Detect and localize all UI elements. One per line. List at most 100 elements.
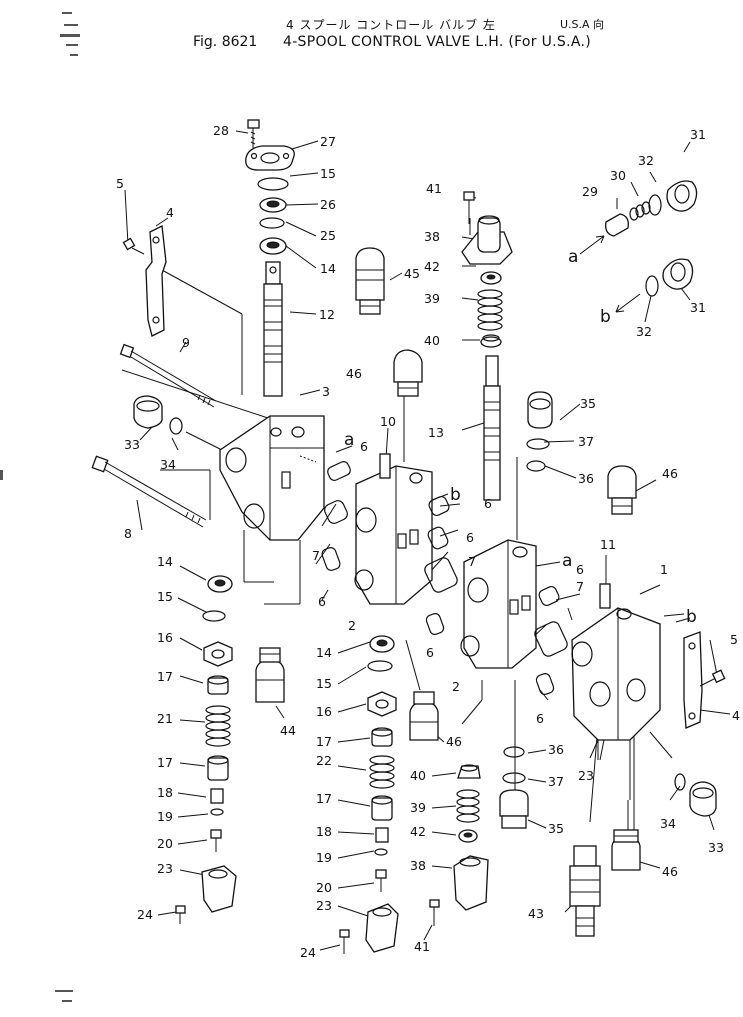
gaskets-right bbox=[534, 585, 568, 695]
relief-valve-46-lower-right bbox=[611, 829, 641, 871]
callout-28: 28 bbox=[213, 123, 229, 138]
o-ring-15-lower-left bbox=[202, 610, 226, 622]
inlet-section-1-part bbox=[571, 583, 661, 741]
callout-46: 46 bbox=[346, 366, 362, 381]
callout-34: 34 bbox=[160, 457, 176, 472]
callout-19b: 19 bbox=[316, 850, 332, 865]
relief-valve-46-middle-lower bbox=[409, 691, 439, 741]
o-ring-36-lower bbox=[503, 746, 525, 758]
callout-41: 41 bbox=[426, 181, 442, 196]
callout-35: 35 bbox=[580, 396, 596, 411]
port-a-top: a bbox=[568, 247, 578, 267]
bolt-5-left bbox=[122, 237, 145, 255]
callout-19: 19 bbox=[157, 809, 173, 824]
callout-31b: 31 bbox=[690, 300, 706, 315]
callout-14: 14 bbox=[320, 261, 336, 276]
scan-margin-marks bbox=[0, 12, 80, 1002]
callout-17b: 17 bbox=[157, 755, 173, 770]
seal-42-lower bbox=[458, 829, 478, 843]
callout-13: 13 bbox=[428, 425, 444, 440]
callout-20b: 20 bbox=[316, 880, 332, 895]
o-ring-36-top bbox=[526, 460, 546, 472]
callout-15: 15 bbox=[320, 166, 336, 181]
japanese-title: 4 スプール コントロール バルブ 左 bbox=[286, 18, 496, 32]
callout-24b: 24 bbox=[300, 945, 316, 960]
port-a-middle: a bbox=[344, 430, 354, 450]
cap-38-lower bbox=[453, 855, 489, 911]
port-arrows bbox=[579, 235, 641, 313]
washer-19-left bbox=[210, 808, 224, 816]
callout-14c: 14 bbox=[316, 645, 332, 660]
callout-30: 30 bbox=[610, 168, 626, 183]
callout-25: 25 bbox=[320, 228, 336, 243]
callout-2b: 2 bbox=[452, 679, 460, 694]
o-ring-15-top bbox=[257, 177, 289, 191]
washer-19-middle bbox=[374, 848, 388, 856]
valve-43-part bbox=[569, 845, 601, 937]
callout-5b: 5 bbox=[730, 632, 738, 647]
cap-38-top bbox=[461, 215, 513, 265]
callout-23: 23 bbox=[157, 861, 173, 876]
callout-35b: 35 bbox=[548, 821, 564, 836]
bolt-41-lower bbox=[429, 899, 440, 926]
ring-25-part bbox=[259, 217, 285, 229]
callout-4: 4 bbox=[166, 205, 174, 220]
callout-17d: 17 bbox=[316, 791, 332, 806]
callout-23b: 23 bbox=[316, 898, 332, 913]
bolt-24-left bbox=[175, 905, 186, 924]
callout-1: 1 bbox=[660, 562, 668, 577]
callout-37: 37 bbox=[578, 434, 594, 449]
callout-20: 20 bbox=[157, 836, 173, 851]
callout-29: 29 bbox=[582, 184, 598, 199]
figure-number: Fig. 8621 bbox=[193, 34, 258, 50]
callout-27: 27 bbox=[320, 134, 336, 149]
seal-14-lower-middle bbox=[369, 635, 395, 653]
seal-42-top bbox=[480, 271, 502, 285]
callout-37b: 37 bbox=[548, 774, 564, 789]
callout-labels: 28 27 15 26 25 14 12 45 5 4 9 3 33 34 8 … bbox=[116, 123, 740, 960]
callout-7b: 7 bbox=[468, 554, 476, 569]
callout-16: 16 bbox=[157, 630, 173, 645]
plug-35-top bbox=[527, 391, 553, 429]
callout-38: 38 bbox=[424, 229, 440, 244]
callout-40b: 40 bbox=[410, 768, 426, 783]
spacer-18-left bbox=[210, 788, 224, 804]
leader-lines bbox=[121, 130, 731, 951]
spring-22-part bbox=[369, 755, 395, 789]
retainer-17-lower-middle-a bbox=[371, 727, 393, 747]
cap-23-middle bbox=[365, 903, 399, 953]
valve-44-part bbox=[255, 647, 285, 703]
spool-12-part bbox=[263, 261, 283, 397]
callout-3: 3 bbox=[322, 384, 330, 399]
callout-46d: 46 bbox=[662, 864, 678, 879]
retainer-40-top bbox=[480, 334, 502, 348]
callout-32b: 32 bbox=[636, 324, 652, 339]
section-23-rib bbox=[597, 740, 631, 800]
callout-44: 44 bbox=[280, 723, 296, 738]
callout-8: 8 bbox=[124, 526, 132, 541]
callout-17a: 17 bbox=[157, 669, 173, 684]
callout-36: 36 bbox=[578, 471, 594, 486]
o-ring-34-left bbox=[169, 417, 183, 435]
bolt-20-middle bbox=[375, 869, 387, 892]
port-a-right: a bbox=[562, 551, 572, 571]
gaskets-middle bbox=[321, 461, 458, 635]
end-section-3-part bbox=[219, 415, 325, 541]
seal-14-lower-left bbox=[207, 575, 233, 593]
callout-18b: 18 bbox=[316, 824, 332, 839]
seal-26-part bbox=[259, 197, 287, 213]
plug-33-left bbox=[133, 395, 163, 429]
cap-23-left bbox=[201, 865, 237, 913]
callout-33b: 33 bbox=[708, 840, 724, 855]
tie-bolt-9-part bbox=[119, 343, 217, 408]
callout-24: 24 bbox=[137, 907, 153, 922]
bracket-4-right bbox=[683, 631, 703, 729]
callout-42: 42 bbox=[424, 259, 440, 274]
callout-17c: 17 bbox=[316, 734, 332, 749]
bolt-5-right bbox=[699, 669, 726, 687]
callout-15b: 15 bbox=[157, 589, 173, 604]
callout-23c: 23 bbox=[578, 768, 594, 783]
valve-section-2-right bbox=[460, 539, 537, 669]
o-ring-34-right bbox=[674, 773, 686, 791]
